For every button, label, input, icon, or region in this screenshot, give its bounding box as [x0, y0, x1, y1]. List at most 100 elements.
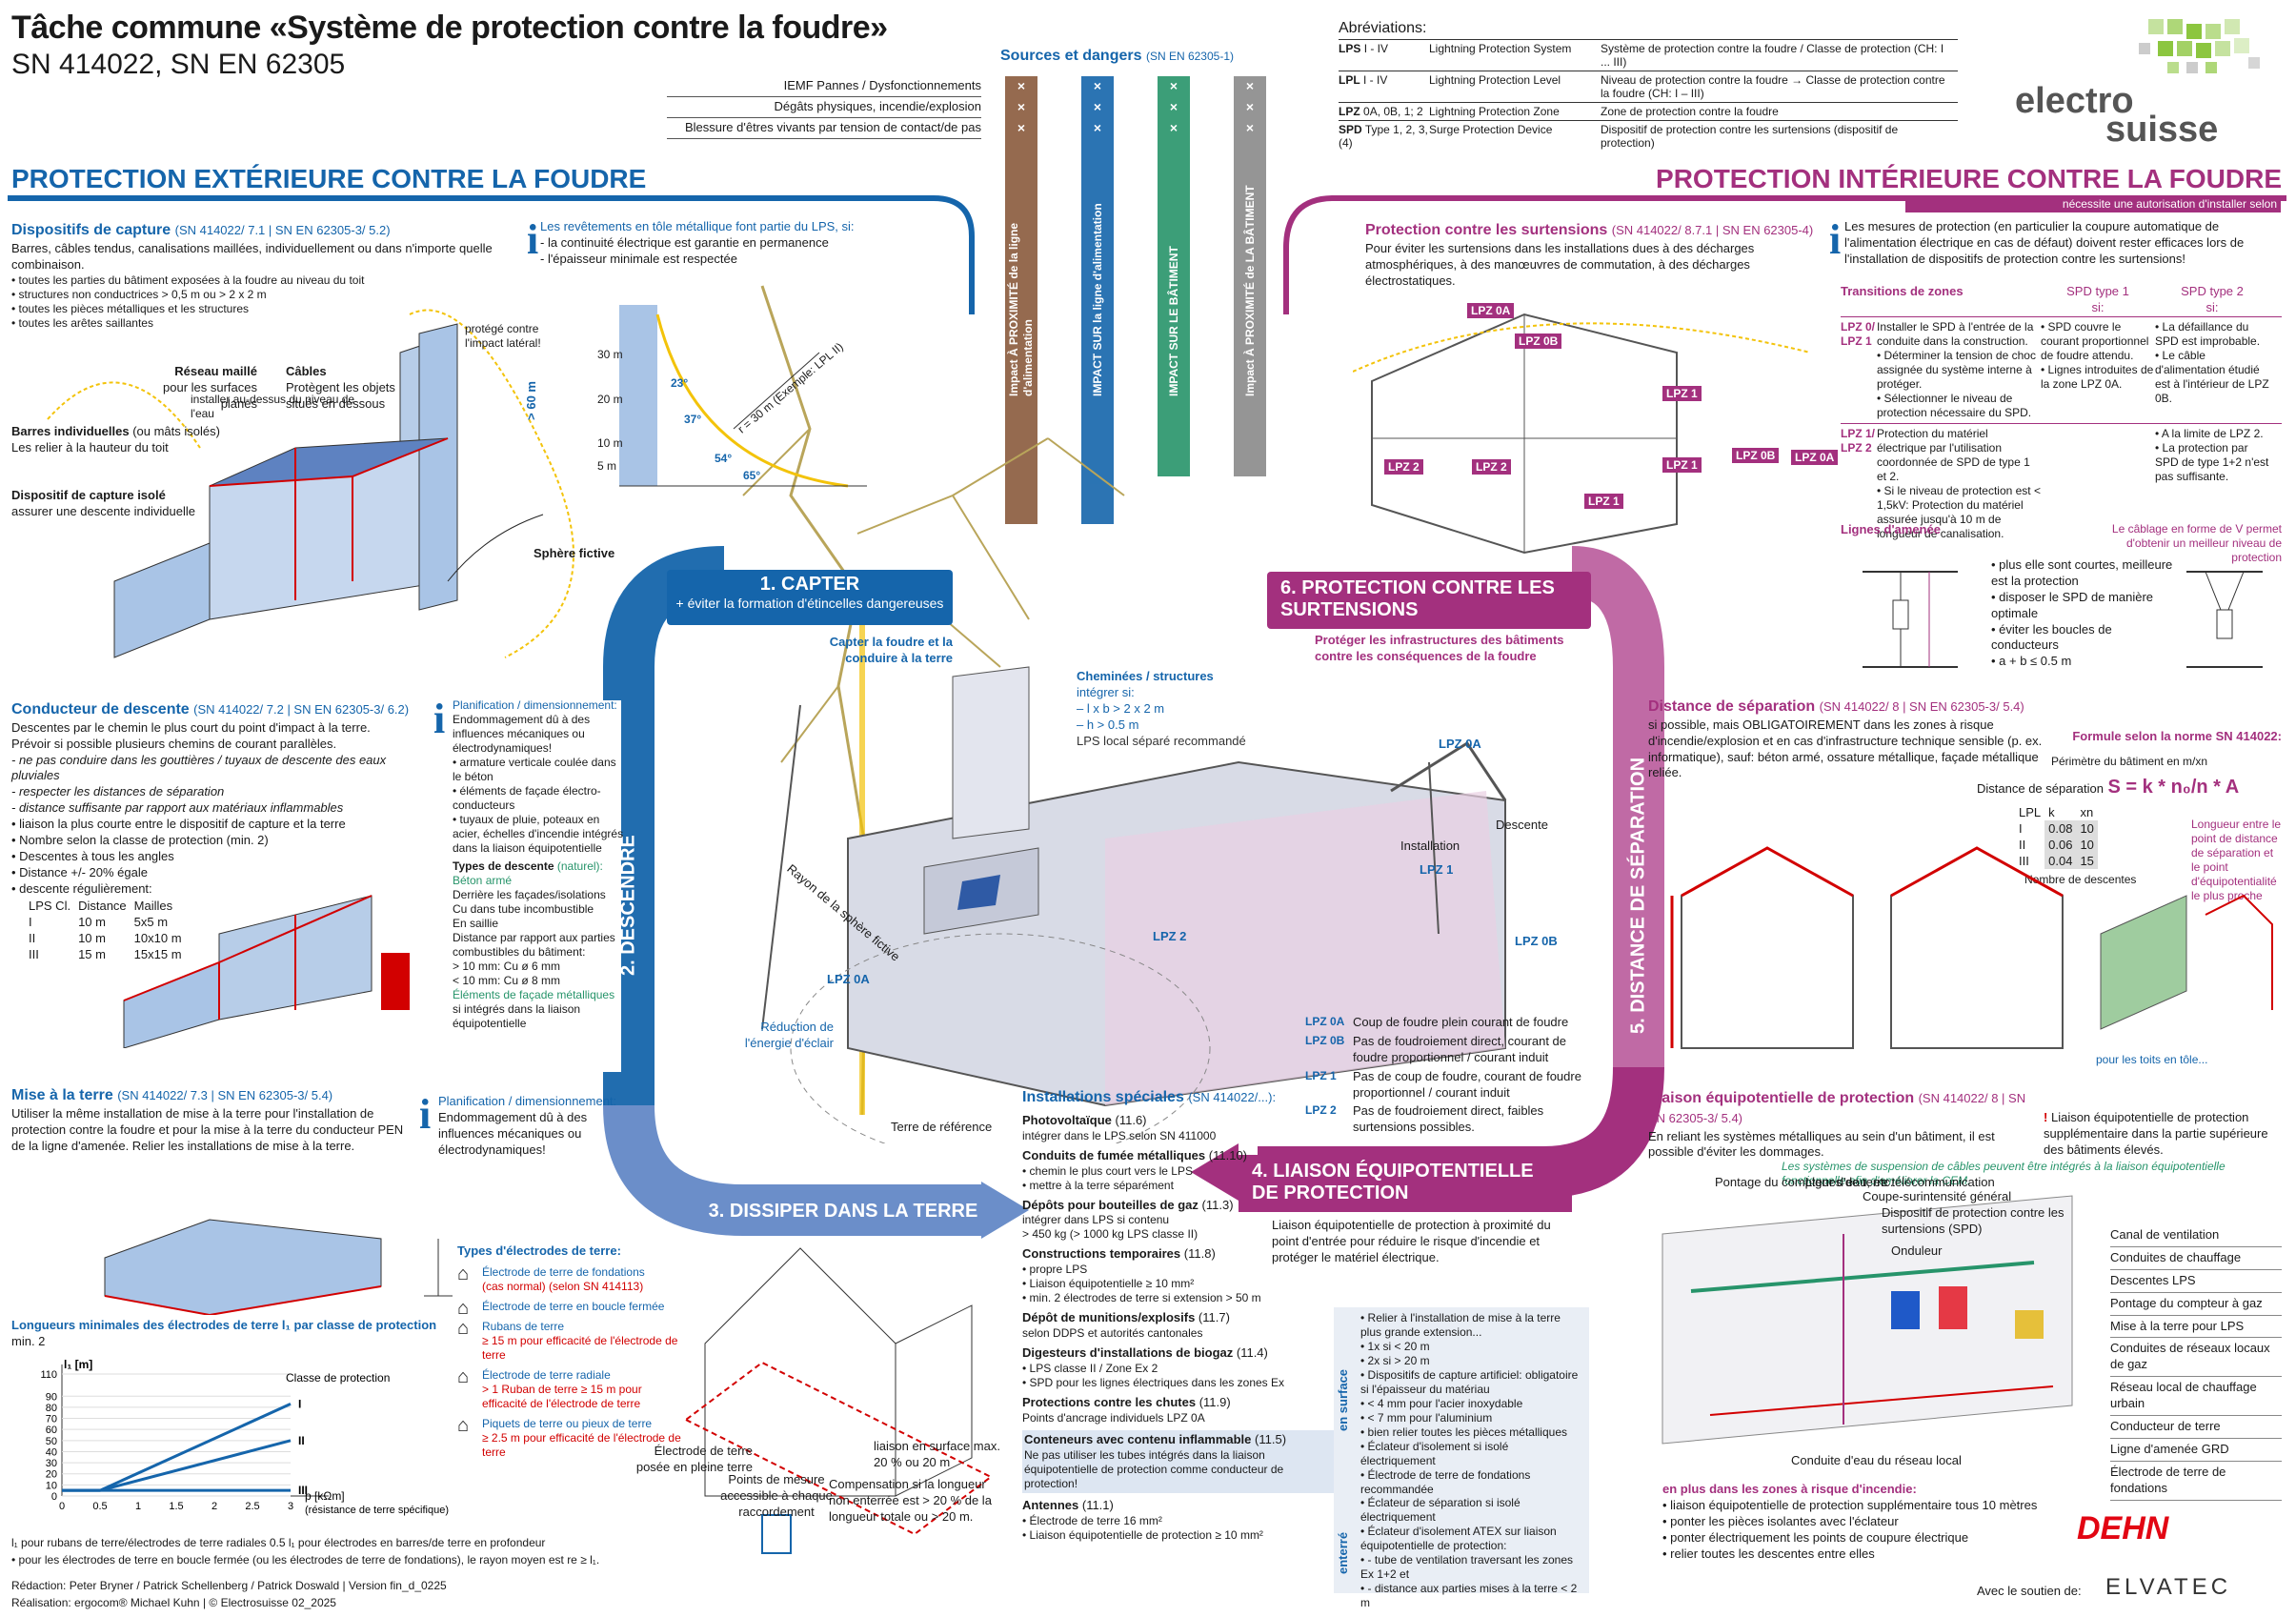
source-mark: × [1169, 120, 1178, 135]
special-item-norm: (11.10) [1208, 1147, 1248, 1162]
barres-desc2: Les relier à la hauteur du toit [11, 439, 169, 455]
transition-spd1: SPD couvre le courant proportionnel de f… [2041, 320, 2155, 420]
desc-info-item: tuyaux de pluie, poteaux en acier, échel… [453, 813, 624, 856]
kx-cell: 0.04 [2044, 852, 2077, 869]
formula-perim: Périmètre du bâtiment en m/xn [2050, 754, 2208, 768]
abbrev-code: SPD [1339, 122, 1362, 136]
capture-building-illustration [47, 309, 574, 658]
desc-info-item: éléments de façade électro-conducteurs [453, 784, 624, 813]
electrode-title: Électrode de terre radiale [482, 1367, 611, 1382]
abbrev-fr: Système de protection contre la foudre /… [1601, 41, 1944, 69]
chart-x-tick: 1.5 [169, 1501, 183, 1512]
transition-spd2-item: Le câble d'alimentation étudié est à l'i… [2155, 349, 2269, 406]
chart-y-label: l₁ [m] [64, 1358, 92, 1371]
kx-cell: 10 [2076, 819, 2098, 837]
spd2-si: si: [2205, 299, 2219, 314]
desc-text: Descentes par le chemin le plus court du… [11, 719, 371, 751]
transition-action: Protection du matériel électrique par l'… [1877, 427, 2041, 541]
spd1-label: SPD type 1 [2066, 284, 2129, 298]
special-item: Conteneurs avec contenu inflammable (11.… [1022, 1430, 1337, 1493]
lpz-tag-surt: LPZ 1 [1584, 494, 1623, 509]
special-item-norm: (11.4) [1236, 1345, 1268, 1361]
enterre-item: Éclateur de séparation si isolé électriq… [1360, 1496, 1584, 1525]
kx-cell: 15 [2076, 852, 2098, 869]
types-item: > 10 mm: Cu ø 6 mm [453, 960, 561, 973]
surtensions-building-illustration [1353, 313, 1811, 555]
reduction-label: Réduction de l'énergie d'éclair [744, 1020, 834, 1050]
lps-table-cell: I [29, 914, 32, 929]
lignes-section: Lignes d'amenée Le câblage en forme de V… [1841, 522, 2282, 565]
equi-label: Coupe-surintensité général [1863, 1189, 2012, 1203]
header: Tâche commune «Système de protection con… [11, 10, 888, 81]
special-item-line: Ne pas utiliser les tubes intégrés dans … [1024, 1447, 1284, 1490]
terre-section: Mise à la terre (SN 414022/ 7.3 | SN EN … [11, 1086, 412, 1154]
electrode-item: ⌂Électrode de terre radiale> 1 Ruban de … [457, 1366, 686, 1411]
special-item-line: • Liaison équipotentielle de protection … [1022, 1527, 1263, 1542]
desc-italic-item: - respecter les distances de séparation [11, 784, 225, 799]
earth-house-illustration [684, 1247, 993, 1554]
formula-label: Distance de séparation [1977, 780, 2104, 796]
protege-label: protégé contre l'impact latéral! [465, 322, 541, 350]
chart-x-tick: 2 [211, 1501, 217, 1512]
transition-spd2: La défaillance du SPD est improbable.Le … [2155, 320, 2269, 420]
lps-table-cell: II [29, 930, 36, 945]
special-norm: (SN 414022/...): [1188, 1090, 1277, 1104]
source-column: ×××Impact À PROXIMITÉ de LA BÂTIMENT [1234, 76, 1266, 476]
lignes-item: plus elle sont courtes, meilleure est la… [1991, 557, 2182, 590]
desc-italic-item: - distance suffisante par rapport aux ma… [11, 800, 344, 816]
center-building-illustration [761, 666, 1507, 1143]
special-item-title: Conduits de fumée métalliques [1022, 1147, 1206, 1162]
electrode-title: Rubans de terre [482, 1319, 565, 1333]
lpz-legend-value: Pas de foudroiement direct, faibles surt… [1353, 1103, 1544, 1135]
step-6-text: Protéger les infrastructures des bâtimen… [1315, 633, 1564, 663]
lpz-legend-value: Pas de foudroiement direct, courant de f… [1353, 1033, 1567, 1064]
sep-norm: (SN 414022/ 8 | SN EN 62305-3/ 5.4) [1819, 699, 2024, 714]
chart-x-label-note: (résistance de terre spécifique) [305, 1505, 449, 1516]
house-label-4: liaison en surface max. 20 % ou 20 m [874, 1439, 1000, 1469]
chart-x-tick: 0.5 [92, 1501, 107, 1512]
electrode-title: Électrode de terre de fondations [482, 1264, 645, 1279]
sources-norm: (SN EN 62305-1) [1145, 50, 1234, 63]
lpz-legend-key: LPZ 0B [1305, 1033, 1345, 1047]
electrode-item: ⌂Électrode de terre de fondations(cas no… [457, 1263, 686, 1294]
source-column: ×××IMPACT SUR la ligne d'alimentation [1081, 76, 1114, 524]
special-item-title: Constructions temporaires [1022, 1246, 1181, 1262]
sources-panel: Sources et dangers (SN EN 62305-1) IEMF … [667, 48, 1267, 162]
transition-zone: LPZ 0/ LPZ 1 [1841, 319, 1876, 348]
chimney-l2: – h > 0.5 m [1077, 717, 1139, 732]
source-column: ×××IMPACT SUR LE BÂTIMENT [1158, 76, 1190, 476]
fire-item: liaison équipotentielle de protection su… [1662, 1498, 2158, 1514]
desc-list-item: liaison la plus courte entre le disposit… [11, 817, 431, 833]
special-item-norm: (11.5) [1255, 1432, 1287, 1447]
sep-title: Distance de séparation [1648, 698, 1816, 715]
terre-title: Mise à la terre [11, 1087, 113, 1103]
surt-text: Pour éviter les surtensions dans les ins… [1365, 240, 1755, 288]
enterre-item: - tube de ventilation traversant les zon… [1360, 1553, 1584, 1582]
special-item-line: • SPD pour les lignes électriques dans l… [1022, 1376, 1285, 1390]
abbrev-key: LPS I - IV [1339, 42, 1429, 69]
lps-table-cell: 10x10 m [133, 930, 182, 945]
types-item: Cu dans tube incombustible [453, 902, 594, 916]
installation-label: Installation [1400, 839, 1460, 853]
transition-spd2: A la limite de LPZ 2.La protection par S… [2155, 427, 2269, 541]
special-item-line: intégrer dans LPS si contenu [1022, 1213, 1170, 1227]
lps-table-cell: III [29, 946, 39, 961]
electrode-house-icon: ⌂ [457, 1297, 470, 1319]
kx-head-cell: LPL [2019, 804, 2042, 819]
chart-series-label: II [298, 1434, 305, 1447]
desc-list-item: Nombre selon la classe de protection (mi… [11, 833, 431, 849]
lpz-tag-surt: LPZ 0B [1732, 448, 1780, 463]
equi-right-item: Pontage du compteur à gaz [2110, 1293, 2282, 1316]
abbrev-variant: I - IV [1363, 72, 1388, 87]
capture-norm: (SN 414022/ 7.1 | SN EN 62305-3/ 5.2) [174, 223, 391, 237]
electrode-title: Piquets de terre ou pieux de terre [482, 1416, 653, 1430]
desc-info-text: Endommagement dû à des influences mécani… [453, 713, 591, 755]
lpz-tag-surt: LPZ 0A [1467, 303, 1515, 318]
equi-right-item: Mise à la terre pour LPS [2110, 1316, 2282, 1339]
